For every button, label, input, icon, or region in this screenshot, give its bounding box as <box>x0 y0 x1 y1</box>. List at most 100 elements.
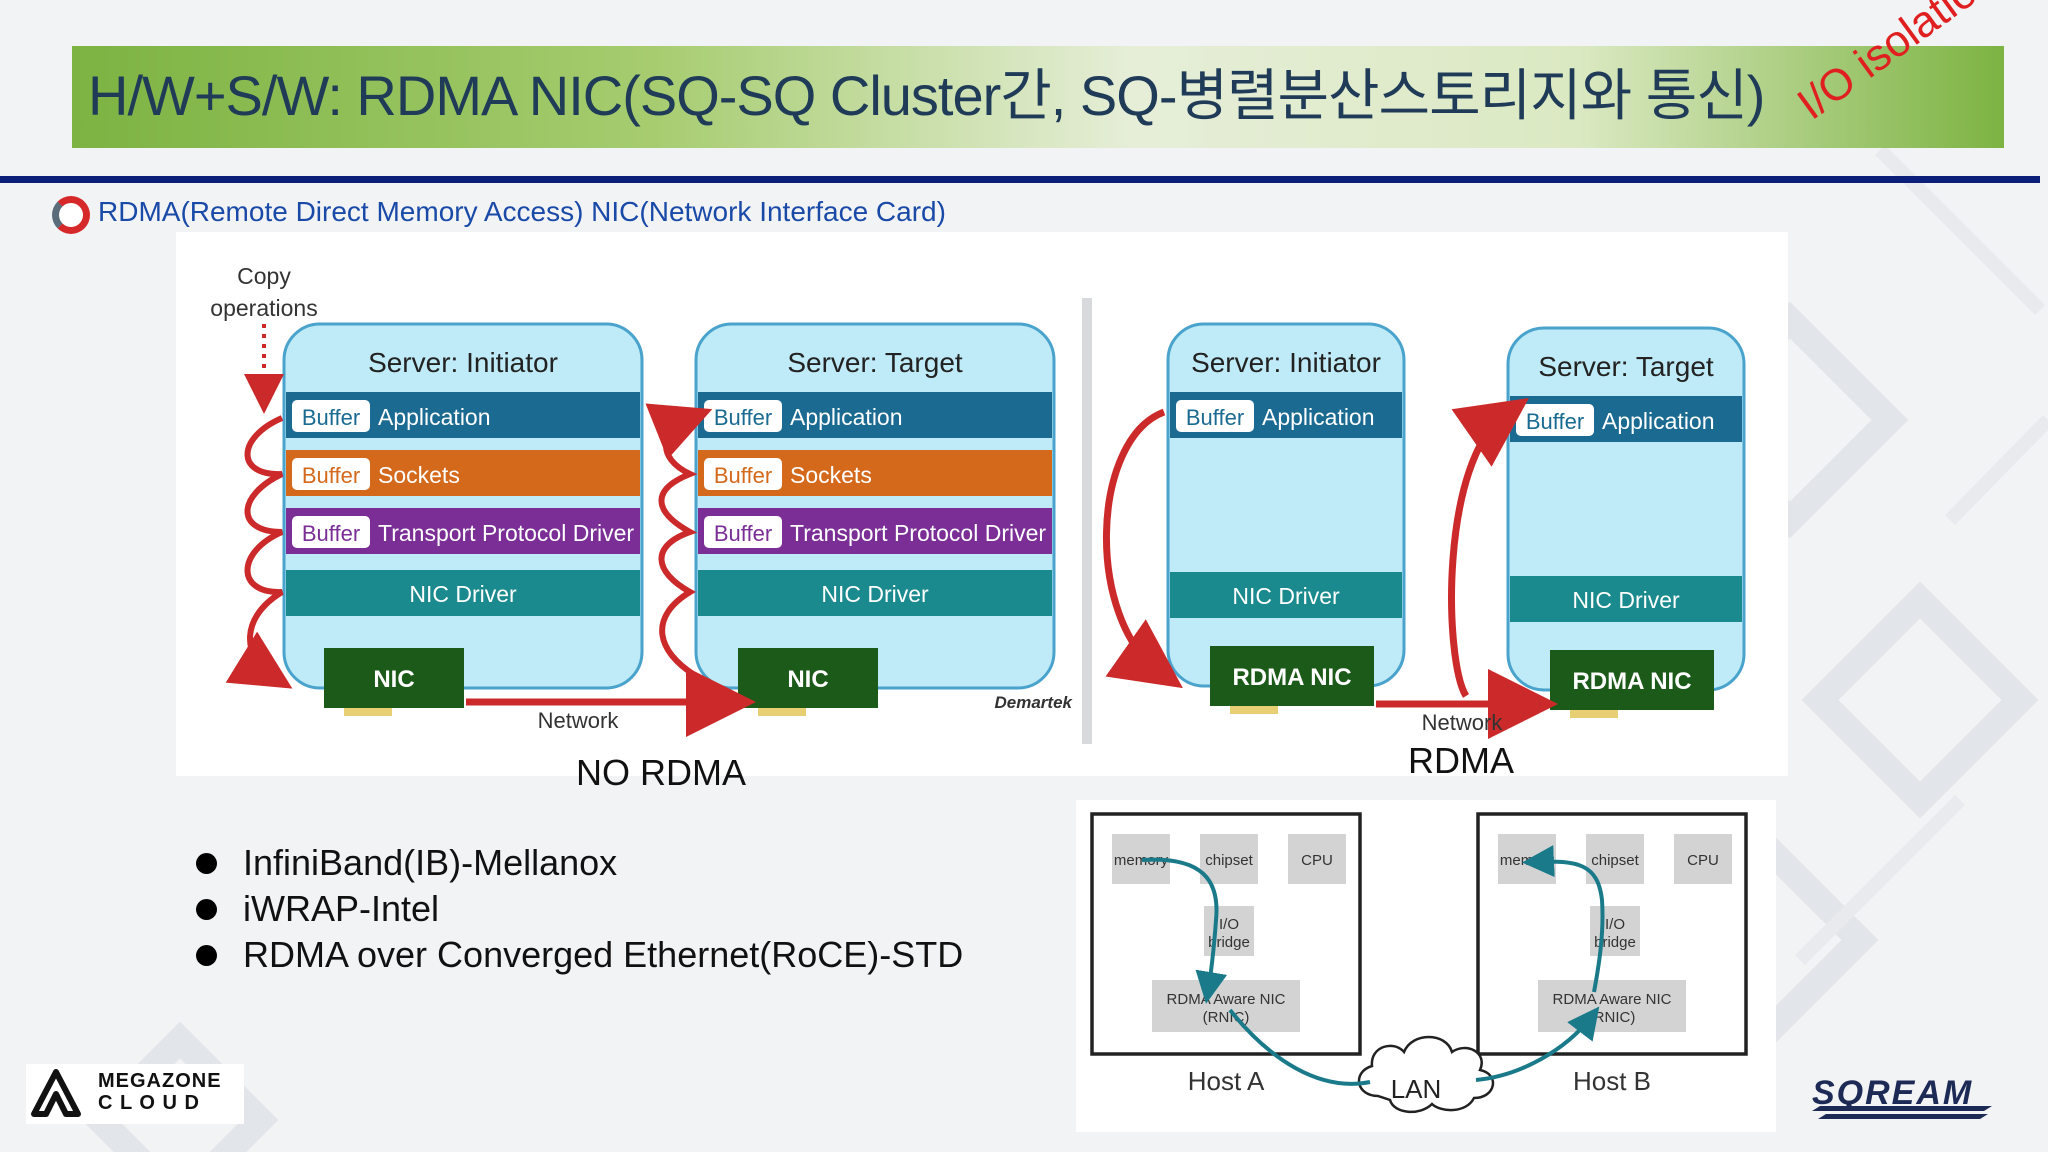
network-label-rdma: Network <box>1422 710 1504 735</box>
layer-label: Sockets <box>378 462 460 488</box>
layer-label: Sockets <box>790 462 872 488</box>
network-label-no-rdma: Network <box>538 708 620 733</box>
list-item: InfiniBand(IB)-Mellanox <box>196 840 963 886</box>
svg-text:I/O: I/O <box>1605 916 1625 933</box>
server-frame <box>282 322 644 690</box>
stack-layer-sockets: Buffer Sockets <box>286 450 640 496</box>
lan-label: LAN <box>1391 1074 1442 1104</box>
nic-label: RDMA NIC <box>1232 664 1351 691</box>
stack-layer-driver: NIC Driver <box>1510 576 1742 622</box>
operations-label: operations <box>210 295 317 321</box>
buffer-label: Buffer <box>1526 409 1584 434</box>
stack-layer-driver: NIC Driver <box>698 570 1052 616</box>
rnic-block <box>1538 980 1686 1032</box>
caption-no-rdma: NO RDMA <box>576 752 746 793</box>
svg-text:RDMA Aware NIC: RDMA Aware NIC <box>1553 991 1672 1008</box>
bullet-dot-icon <box>196 852 217 874</box>
buffer-label: Buffer <box>1186 405 1244 430</box>
server-title: Server: Target <box>787 347 963 378</box>
nic-body <box>324 648 464 708</box>
demartek-brand: Demartek <box>995 693 1074 712</box>
lan-link-b <box>1475 1006 1600 1082</box>
buffer-label: Buffer <box>714 463 772 488</box>
caption-rdma: RDMA <box>1408 740 1514 781</box>
layer-band <box>698 570 1052 616</box>
buffer-chip <box>292 458 370 490</box>
layer-band <box>1170 572 1402 618</box>
dma-path-arrow <box>1522 845 1605 993</box>
svg-text:I/O: I/O <box>1219 916 1239 933</box>
svg-text:bridge: bridge <box>1208 934 1250 951</box>
slide-title: H/W+S/W: RDMA NIC(SQ-SQ Cluster간, SQ-병렬분… <box>88 64 1765 127</box>
dma-path-arrow <box>1141 857 1228 1004</box>
lan-link-a <box>1228 1008 1371 1086</box>
nic-connector <box>344 708 392 716</box>
stack-layer-transport: Buffer Transport Protocol Driver <box>286 508 640 554</box>
svg-text:RDMA Aware NIC: RDMA Aware NIC <box>1167 991 1286 1008</box>
stack-layer-transport: Buffer Transport Protocol Driver <box>698 508 1052 554</box>
svg-text:memory: memory <box>1114 852 1169 869</box>
nic-connector <box>1230 706 1278 714</box>
buffer-label: Buffer <box>302 463 360 488</box>
svg-text:bridge: bridge <box>1594 934 1636 951</box>
ring-bullet-icon <box>52 196 90 234</box>
slide-subtitle: RDMA(Remote Direct Memory Access) NIC(Ne… <box>98 196 946 227</box>
stack-layer-driver: NIC Driver <box>1170 572 1402 618</box>
svg-text:chipset: chipset <box>1591 852 1639 869</box>
list-item: RDMA over Converged Ethernet(RoCE)-STD <box>196 932 963 978</box>
host-name: Host B <box>1573 1066 1651 1096</box>
buffer-chip <box>1516 404 1594 436</box>
layer-label: NIC Driver <box>409 581 517 607</box>
buffer-chip <box>704 400 782 432</box>
server-title: Server: Target <box>1538 351 1714 382</box>
layer-band <box>1510 576 1742 622</box>
buffer-label: Buffer <box>302 521 360 546</box>
server-title: Server: Initiator <box>368 347 558 378</box>
layer-label: Application <box>1602 408 1715 434</box>
nic-card: RDMA NIC <box>1210 646 1374 714</box>
layer-label: Application <box>790 404 903 430</box>
cpu-block <box>1674 834 1732 884</box>
layer-label: Transport Protocol Driver <box>790 520 1046 546</box>
list-item: iWRAP-Intel <box>196 886 963 932</box>
rdma-bypass-arrow-target <box>1448 397 1529 698</box>
nic-card: NIC <box>738 648 878 716</box>
svg-text:(RNIC): (RNIC) <box>1589 1009 1636 1026</box>
buffer-label: Buffer <box>714 521 772 546</box>
nic-card: RDMA NIC <box>1550 650 1714 718</box>
stack-layer-app: Buffer Application <box>698 392 1052 438</box>
server-frame <box>694 322 1056 690</box>
stack-layer-app: Buffer Application <box>1510 396 1742 442</box>
svg-text:CPU: CPU <box>1301 852 1333 869</box>
layer-label: Application <box>378 404 491 430</box>
layer-label: Transport Protocol Driver <box>378 520 634 546</box>
megazone-logo <box>26 1064 244 1124</box>
layer-label: NIC Driver <box>821 581 929 607</box>
cloud-wordmark: C L O U D <box>98 1092 200 1114</box>
nic-connector <box>758 708 806 716</box>
nic-card: NIC <box>324 648 464 716</box>
copy-label: Copy <box>237 263 291 289</box>
buffer-chip <box>292 400 370 432</box>
diagram-separator <box>1082 298 1092 744</box>
layer-band <box>286 570 640 616</box>
layer-label: NIC Driver <box>1572 587 1680 613</box>
megazone-mark-icon <box>31 1069 81 1117</box>
stack-layer-driver: NIC Driver <box>286 570 640 616</box>
copy-arrow-target <box>645 403 713 679</box>
svg-text:chipset: chipset <box>1205 852 1253 869</box>
layer-label: NIC Driver <box>1232 583 1340 609</box>
buffer-chip <box>1176 400 1254 432</box>
bullet-dot-icon <box>196 944 217 966</box>
sqream-logo: SQREAM <box>1812 1074 1974 1112</box>
buffer-label: Buffer <box>714 405 772 430</box>
buffer-label: Buffer <box>302 405 360 430</box>
nic-label: NIC <box>373 666 414 693</box>
nic-body <box>1550 650 1714 710</box>
